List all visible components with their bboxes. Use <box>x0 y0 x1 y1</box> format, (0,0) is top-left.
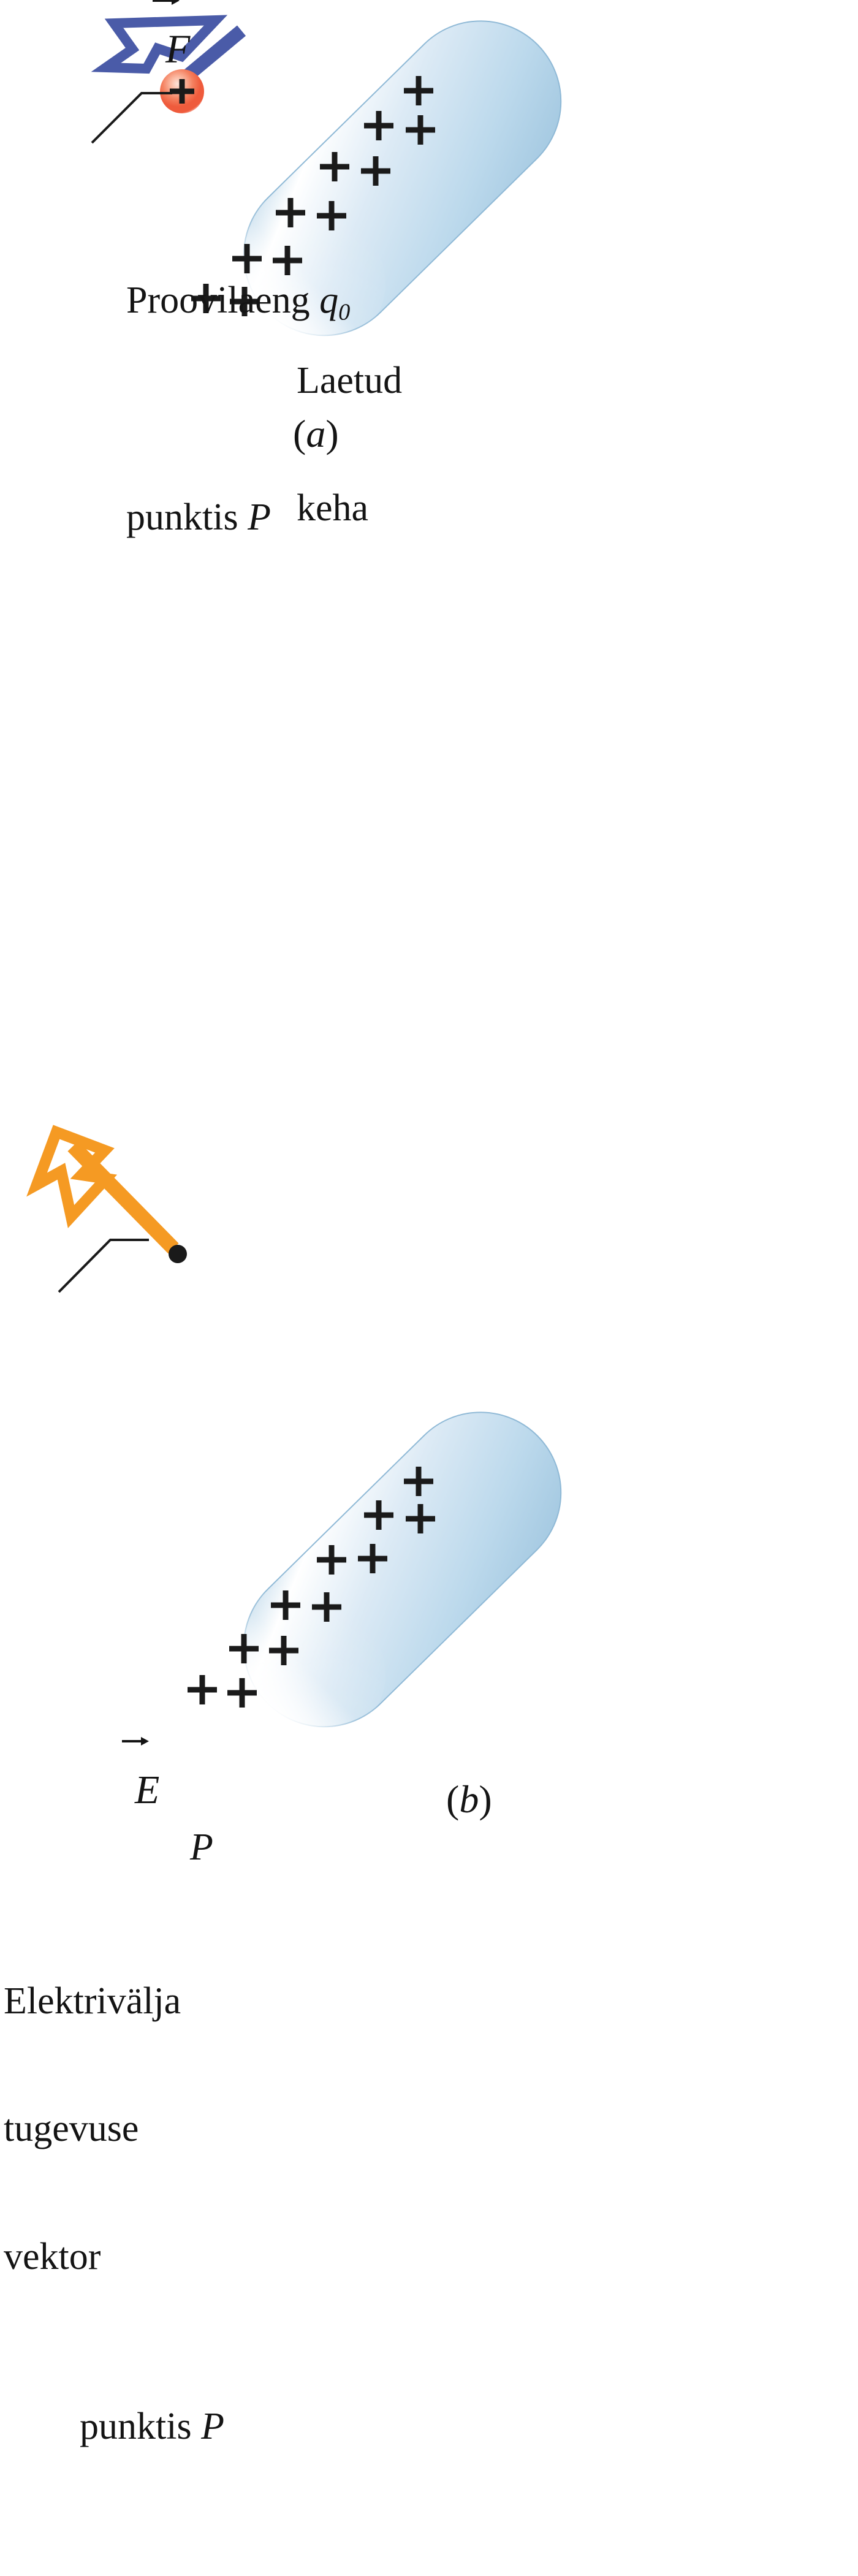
charge-symbol-q: q <box>319 279 339 322</box>
panel-a-graphics <box>91 15 562 341</box>
field-label-line4: punktis P <box>80 2406 224 2448</box>
field-label-line1: Elektrivälja <box>4 1980 181 2022</box>
force-vector-label: F <box>151 0 191 83</box>
panel-a: F Proovilaeng q0 punktis P Laetud keha (… <box>0 0 858 846</box>
field-label-line3: vektor <box>4 2235 101 2278</box>
panel-b-caption: (b) <box>446 1777 492 1821</box>
rod-plus-signs-b <box>188 1467 435 1708</box>
vector-arrow-overline-icon <box>153 0 180 5</box>
point-symbol-P: P <box>201 2406 224 2448</box>
panel-b: E P Elektrivälja tugevuse vektor punktis… <box>0 846 858 2447</box>
field-vector-arrow-b <box>26 1125 179 1254</box>
charged-body-label-line2: keha <box>297 487 369 530</box>
charge-symbol-subscript: 0 <box>338 299 351 325</box>
charged-body-label-line1: Laetud <box>297 359 403 401</box>
test-charge-label-line2: punktis P <box>126 496 271 538</box>
field-vector-label: E <box>120 1737 160 1824</box>
field-vector-letter: E <box>135 1767 160 1812</box>
force-vector-letter: F <box>165 26 191 72</box>
panel-a-caption: (a) <box>293 411 339 455</box>
physics-figure: F Proovilaeng q0 punktis P Laetud keha (… <box>0 0 858 2447</box>
field-vector-description: Elektrivälja tugevuse vektor punktis P <box>4 1895 224 2576</box>
point-P-label: P <box>190 1826 213 1868</box>
charged-body-label: Laetud keha <box>297 275 402 615</box>
point-symbol-P: P <box>248 496 271 538</box>
leader-line-field-vector <box>58 1239 149 1293</box>
rod-plus-signs-a <box>191 76 435 316</box>
test-charge-label: Proovilaeng q0 punktis P <box>50 152 350 666</box>
field-label-line2: tugevuse <box>4 2108 139 2150</box>
panel-b-graphics <box>26 1125 562 1733</box>
vector-arrow-overline-icon <box>122 1737 149 1746</box>
test-charge-sphere-a <box>160 69 204 113</box>
point-P-dot <box>169 1245 187 1263</box>
leader-line-test-charge <box>91 92 172 144</box>
test-charge-label-line1: Proovilaeng q0 <box>126 279 351 325</box>
